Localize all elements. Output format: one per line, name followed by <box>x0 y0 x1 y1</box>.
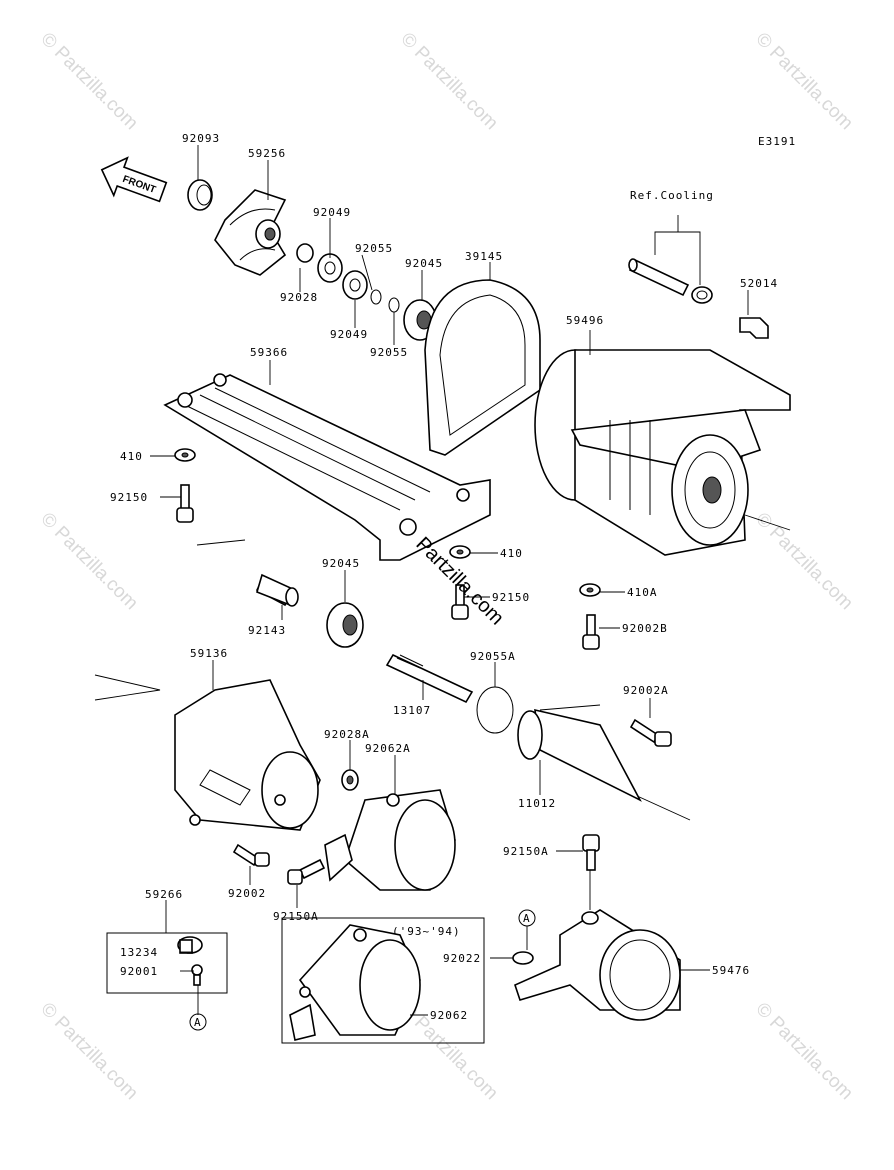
part-label[interactable]: 92028A <box>324 728 370 741</box>
nozzle-cone-part-icon[interactable] <box>517 708 642 802</box>
bolt-part-icon[interactable] <box>582 834 600 871</box>
part-label[interactable]: 92002B <box>622 622 668 635</box>
bolt-part-icon[interactable] <box>287 858 326 885</box>
part-label[interactable]: 92049 <box>330 328 368 341</box>
watermark: © Partzilla.com <box>36 509 141 614</box>
o-ring-part-icon[interactable] <box>476 686 514 734</box>
gasket-part-icon[interactable] <box>424 279 541 456</box>
part-label[interactable]: 92143 <box>248 624 286 637</box>
part-label[interactable]: 92150A <box>273 910 319 923</box>
part-label[interactable]: 92045 <box>405 257 443 270</box>
bolt-part-icon[interactable] <box>582 614 600 650</box>
part-label[interactable]: 59266 <box>145 888 183 901</box>
watermark: © Partzilla.com <box>751 999 856 1104</box>
part-label[interactable]: 39145 <box>465 250 503 263</box>
part-label[interactable]: 410A <box>627 586 658 599</box>
part-label[interactable]: 59496 <box>566 314 604 327</box>
part-label[interactable]: 92062A <box>365 742 411 755</box>
watermark: © Partzilla.com <box>751 509 856 614</box>
pump-housing-part-icon[interactable] <box>534 349 791 556</box>
o-ring-part-icon[interactable] <box>370 289 400 313</box>
part-label[interactable]: 410 <box>120 450 143 463</box>
watermark: © Partzilla.com <box>751 29 856 134</box>
part-label[interactable]: 92049 <box>313 206 351 219</box>
part-label[interactable]: 13107 <box>393 704 431 717</box>
part-label[interactable]: 13234 <box>120 946 158 959</box>
washer-part-icon[interactable] <box>579 583 601 597</box>
seal-part-icon[interactable] <box>187 179 213 211</box>
collar-part-icon[interactable] <box>341 769 359 791</box>
watermark: © Partzilla.com <box>396 29 501 134</box>
year-variant-box <box>281 917 485 1044</box>
part-label[interactable]: 92028 <box>280 291 318 304</box>
reverse-bucket-part-icon[interactable] <box>514 909 681 1021</box>
pin-part-icon[interactable] <box>177 936 203 954</box>
part-label[interactable]: 59136 <box>190 647 228 660</box>
part-label[interactable]: 92055 <box>355 242 393 255</box>
part-label[interactable]: 92093 <box>182 132 220 145</box>
cooling-hose-part-icon[interactable] <box>628 258 690 297</box>
bolt-part-icon[interactable] <box>176 484 194 523</box>
bolt-part-icon[interactable] <box>451 584 469 620</box>
steering-nozzle-part-icon[interactable] <box>324 789 456 891</box>
bolt-part-icon[interactable] <box>629 718 672 747</box>
ref-marker-label: A <box>194 1016 202 1029</box>
year-note: ('93~'94) <box>392 925 461 938</box>
ref-marker-label: A <box>523 912 531 925</box>
diagram-code: E3191 <box>758 135 796 148</box>
drive-shaft-part-icon[interactable] <box>385 653 474 704</box>
part-label[interactable]: 59366 <box>250 346 288 359</box>
part-label[interactable]: 92022 <box>443 952 481 965</box>
front-arrow-icon: FRONT <box>100 156 168 203</box>
bearing-part-icon[interactable] <box>326 602 364 648</box>
ref-cooling-note: Ref.Cooling <box>630 189 714 202</box>
part-label[interactable]: 92055 <box>370 346 408 359</box>
kit-box <box>106 932 228 994</box>
watermark: © Partzilla.com <box>36 29 141 134</box>
part-label[interactable]: 92001 <box>120 965 158 978</box>
part-label[interactable]: 11012 <box>518 797 556 810</box>
pump-case-part-icon[interactable] <box>174 679 321 831</box>
part-label[interactable]: 92062 <box>430 1009 468 1022</box>
part-label[interactable]: 92045 <box>322 557 360 570</box>
washer-part-icon[interactable] <box>342 270 368 300</box>
part-label[interactable]: 52014 <box>740 277 778 290</box>
ref-marker <box>189 1013 207 1031</box>
washer-part-icon[interactable] <box>449 545 471 559</box>
part-label[interactable]: 59476 <box>712 964 750 977</box>
part-label[interactable]: 92002A <box>623 684 669 697</box>
steering-nozzle-part-icon[interactable] <box>289 924 421 1041</box>
part-label[interactable]: 92055A <box>470 650 516 663</box>
bolt-part-icon[interactable] <box>232 843 270 867</box>
leader-lines <box>150 145 749 1016</box>
hose-clamp-part-icon[interactable] <box>691 286 713 304</box>
washer-part-icon[interactable] <box>317 253 343 283</box>
part-label[interactable]: 59256 <box>248 147 286 160</box>
elbow-fitting-part-icon[interactable] <box>739 317 769 339</box>
part-labels: 92093 59256 92049 92055 92045 39145 9202… <box>110 132 778 1022</box>
part-label[interactable]: 92150A <box>503 845 549 858</box>
watermark: © Partzilla.com <box>36 999 141 1104</box>
washer-part-icon[interactable] <box>512 951 534 965</box>
part-label[interactable]: 410 <box>500 547 523 560</box>
part-label[interactable]: 92150 <box>110 491 148 504</box>
collar-part-icon[interactable] <box>296 243 314 263</box>
washer-part-icon[interactable] <box>174 448 196 462</box>
spacer-part-icon[interactable] <box>255 573 299 607</box>
pump-cover-plate-part-icon[interactable] <box>163 373 491 561</box>
grease-nipple-part-icon[interactable] <box>191 964 203 986</box>
part-label[interactable]: 92002 <box>228 887 266 900</box>
impeller-part-icon[interactable] <box>214 189 287 276</box>
part-label[interactable]: 92150 <box>492 591 530 604</box>
